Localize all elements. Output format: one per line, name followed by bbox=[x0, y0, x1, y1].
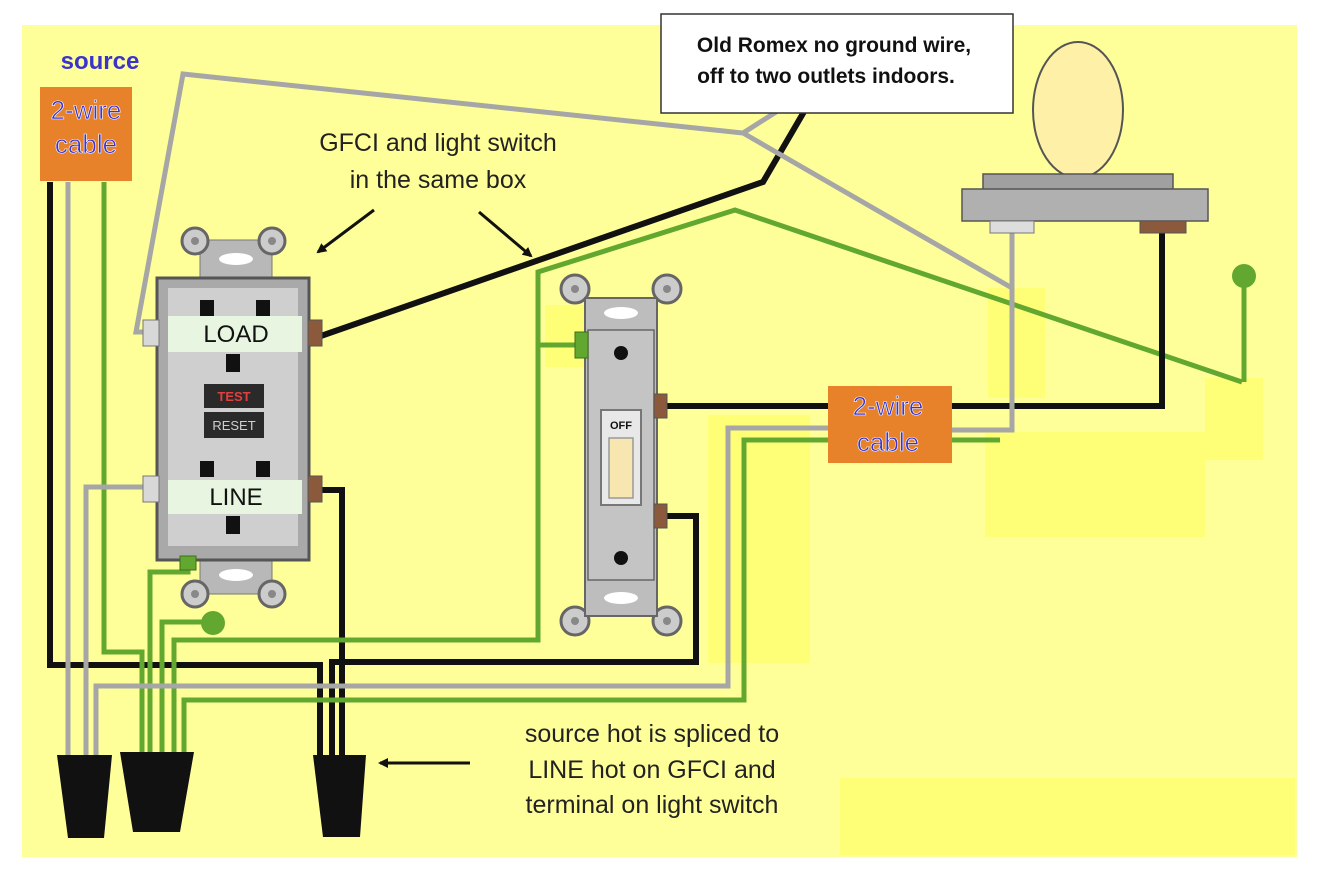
gfci-line-neutral-terminal bbox=[142, 475, 160, 503]
highlight-patch bbox=[985, 432, 1205, 537]
box-note-line-1: GFCI and light switch bbox=[319, 129, 557, 157]
reset-label: RESET bbox=[212, 418, 255, 433]
splice-note-line-1: source hot is spliced to bbox=[525, 720, 779, 748]
light-cable-label-1: 2-wire bbox=[853, 391, 924, 421]
arrow-icon bbox=[478, 210, 533, 258]
gfci-mount-screw bbox=[191, 237, 199, 245]
light-cable-box bbox=[828, 386, 952, 463]
light-ground-return bbox=[181, 437, 830, 760]
gfci-mount-screw bbox=[191, 590, 199, 598]
light-switch: OFF bbox=[559, 273, 683, 637]
gfci-load-hot-terminal bbox=[307, 319, 323, 347]
gfci-mount-screw bbox=[268, 590, 276, 598]
switch-mount-screw bbox=[571, 285, 579, 293]
romex-note-box bbox=[660, 13, 1014, 114]
wire-nut-icon bbox=[313, 755, 366, 837]
light-bulb-icon bbox=[961, 41, 1209, 234]
gfci-strap-slot bbox=[219, 253, 253, 265]
source-cable-tag: source 2-wire cable bbox=[40, 48, 139, 181]
outlet-ground-slot bbox=[226, 516, 240, 534]
source-cable-label-2: cable bbox=[55, 129, 117, 159]
gfci-receptacle: LOAD TEST RESET LINE bbox=[142, 226, 323, 609]
outlet-slot bbox=[256, 461, 270, 477]
load-hot-wire bbox=[317, 108, 808, 340]
gfci-ground-terminal bbox=[179, 555, 197, 571]
switch-ground-wire bbox=[535, 207, 1243, 385]
box-note-line-2: in the same box bbox=[350, 166, 527, 194]
ground-screw bbox=[201, 611, 225, 635]
wire-nuts bbox=[57, 752, 366, 838]
gfci-line-hot-terminal bbox=[307, 475, 323, 503]
test-label: TEST bbox=[217, 389, 250, 404]
gfci-strap-slot bbox=[219, 569, 253, 581]
highlight-patch bbox=[840, 778, 1295, 855]
load-neutral-wire bbox=[133, 71, 1014, 335]
switch-hot-wire bbox=[329, 513, 699, 755]
highlight-patch bbox=[1205, 378, 1263, 460]
load-band bbox=[168, 316, 302, 352]
light-cable-label-2: cable bbox=[857, 427, 919, 457]
box-note: GFCI and light switch in the same box bbox=[316, 129, 557, 258]
switch-mount-screw bbox=[663, 285, 671, 293]
outlet-ground-slot bbox=[226, 354, 240, 372]
fixture-base bbox=[961, 188, 1209, 222]
ground-pigtail bbox=[159, 619, 212, 760]
switch-ground-return bbox=[171, 345, 541, 760]
source-ground-wire bbox=[101, 182, 145, 760]
source-label: source bbox=[61, 48, 140, 75]
switch-plate-screw bbox=[614, 551, 628, 565]
test-button[interactable] bbox=[204, 384, 264, 408]
line-label: LINE bbox=[209, 484, 262, 511]
switch-mount-screw bbox=[663, 617, 671, 625]
gfci-line-neutral-wire bbox=[83, 484, 148, 760]
switch-strap-slot bbox=[604, 592, 638, 604]
gfci-line-hot-wire bbox=[318, 487, 345, 755]
romex-note-line-2: off to two outlets indoors. bbox=[697, 65, 955, 88]
bulb bbox=[1032, 41, 1124, 179]
switch-mount-screw bbox=[571, 617, 579, 625]
load-label: LOAD bbox=[203, 321, 268, 348]
arrow-icon bbox=[316, 208, 375, 254]
light-neutral-return bbox=[93, 425, 830, 760]
fixture-ground-screw bbox=[1232, 264, 1256, 288]
switch-strap-slot bbox=[604, 307, 638, 319]
switch-top-terminal bbox=[653, 393, 668, 419]
wire-nut-icon bbox=[120, 752, 194, 832]
wire-nut-icon bbox=[57, 755, 112, 838]
outlet-slot bbox=[200, 461, 214, 477]
outlet-slot bbox=[200, 300, 214, 316]
gfci-mount-screw bbox=[268, 237, 276, 245]
highlight-patch bbox=[708, 415, 810, 663]
outlet-slot bbox=[256, 300, 270, 316]
switch-plate-screw bbox=[614, 346, 628, 360]
romex-note: Old Romex no ground wire, off to two out… bbox=[660, 13, 1014, 114]
switch-bottom-terminal bbox=[653, 503, 668, 529]
switch-toggle[interactable] bbox=[608, 437, 634, 499]
gfci-load-neutral-terminal bbox=[142, 319, 160, 347]
reset-button[interactable] bbox=[204, 412, 264, 438]
splice-note: source hot is spliced to LINE hot on GFC… bbox=[378, 720, 779, 819]
light-neutral-wire bbox=[950, 230, 1015, 433]
source-hot-wire bbox=[47, 182, 323, 755]
splice-note-line-3: terminal on light switch bbox=[526, 791, 779, 819]
fixture-hot-terminal bbox=[1139, 220, 1187, 234]
source-cable-box bbox=[40, 87, 132, 181]
fixture-neutral-terminal bbox=[989, 220, 1035, 234]
switch-ground-terminal bbox=[574, 331, 589, 359]
source-cable-label-1: 2-wire bbox=[51, 95, 122, 125]
romex-note-line-1: Old Romex no ground wire, bbox=[697, 34, 971, 57]
splice-note-line-2: LINE hot on GFCI and bbox=[528, 756, 775, 784]
switch-state-label: OFF bbox=[610, 420, 632, 432]
line-band bbox=[168, 480, 302, 514]
wires bbox=[47, 71, 1256, 760]
light-cable-tag: 2-wire cable bbox=[828, 386, 952, 463]
